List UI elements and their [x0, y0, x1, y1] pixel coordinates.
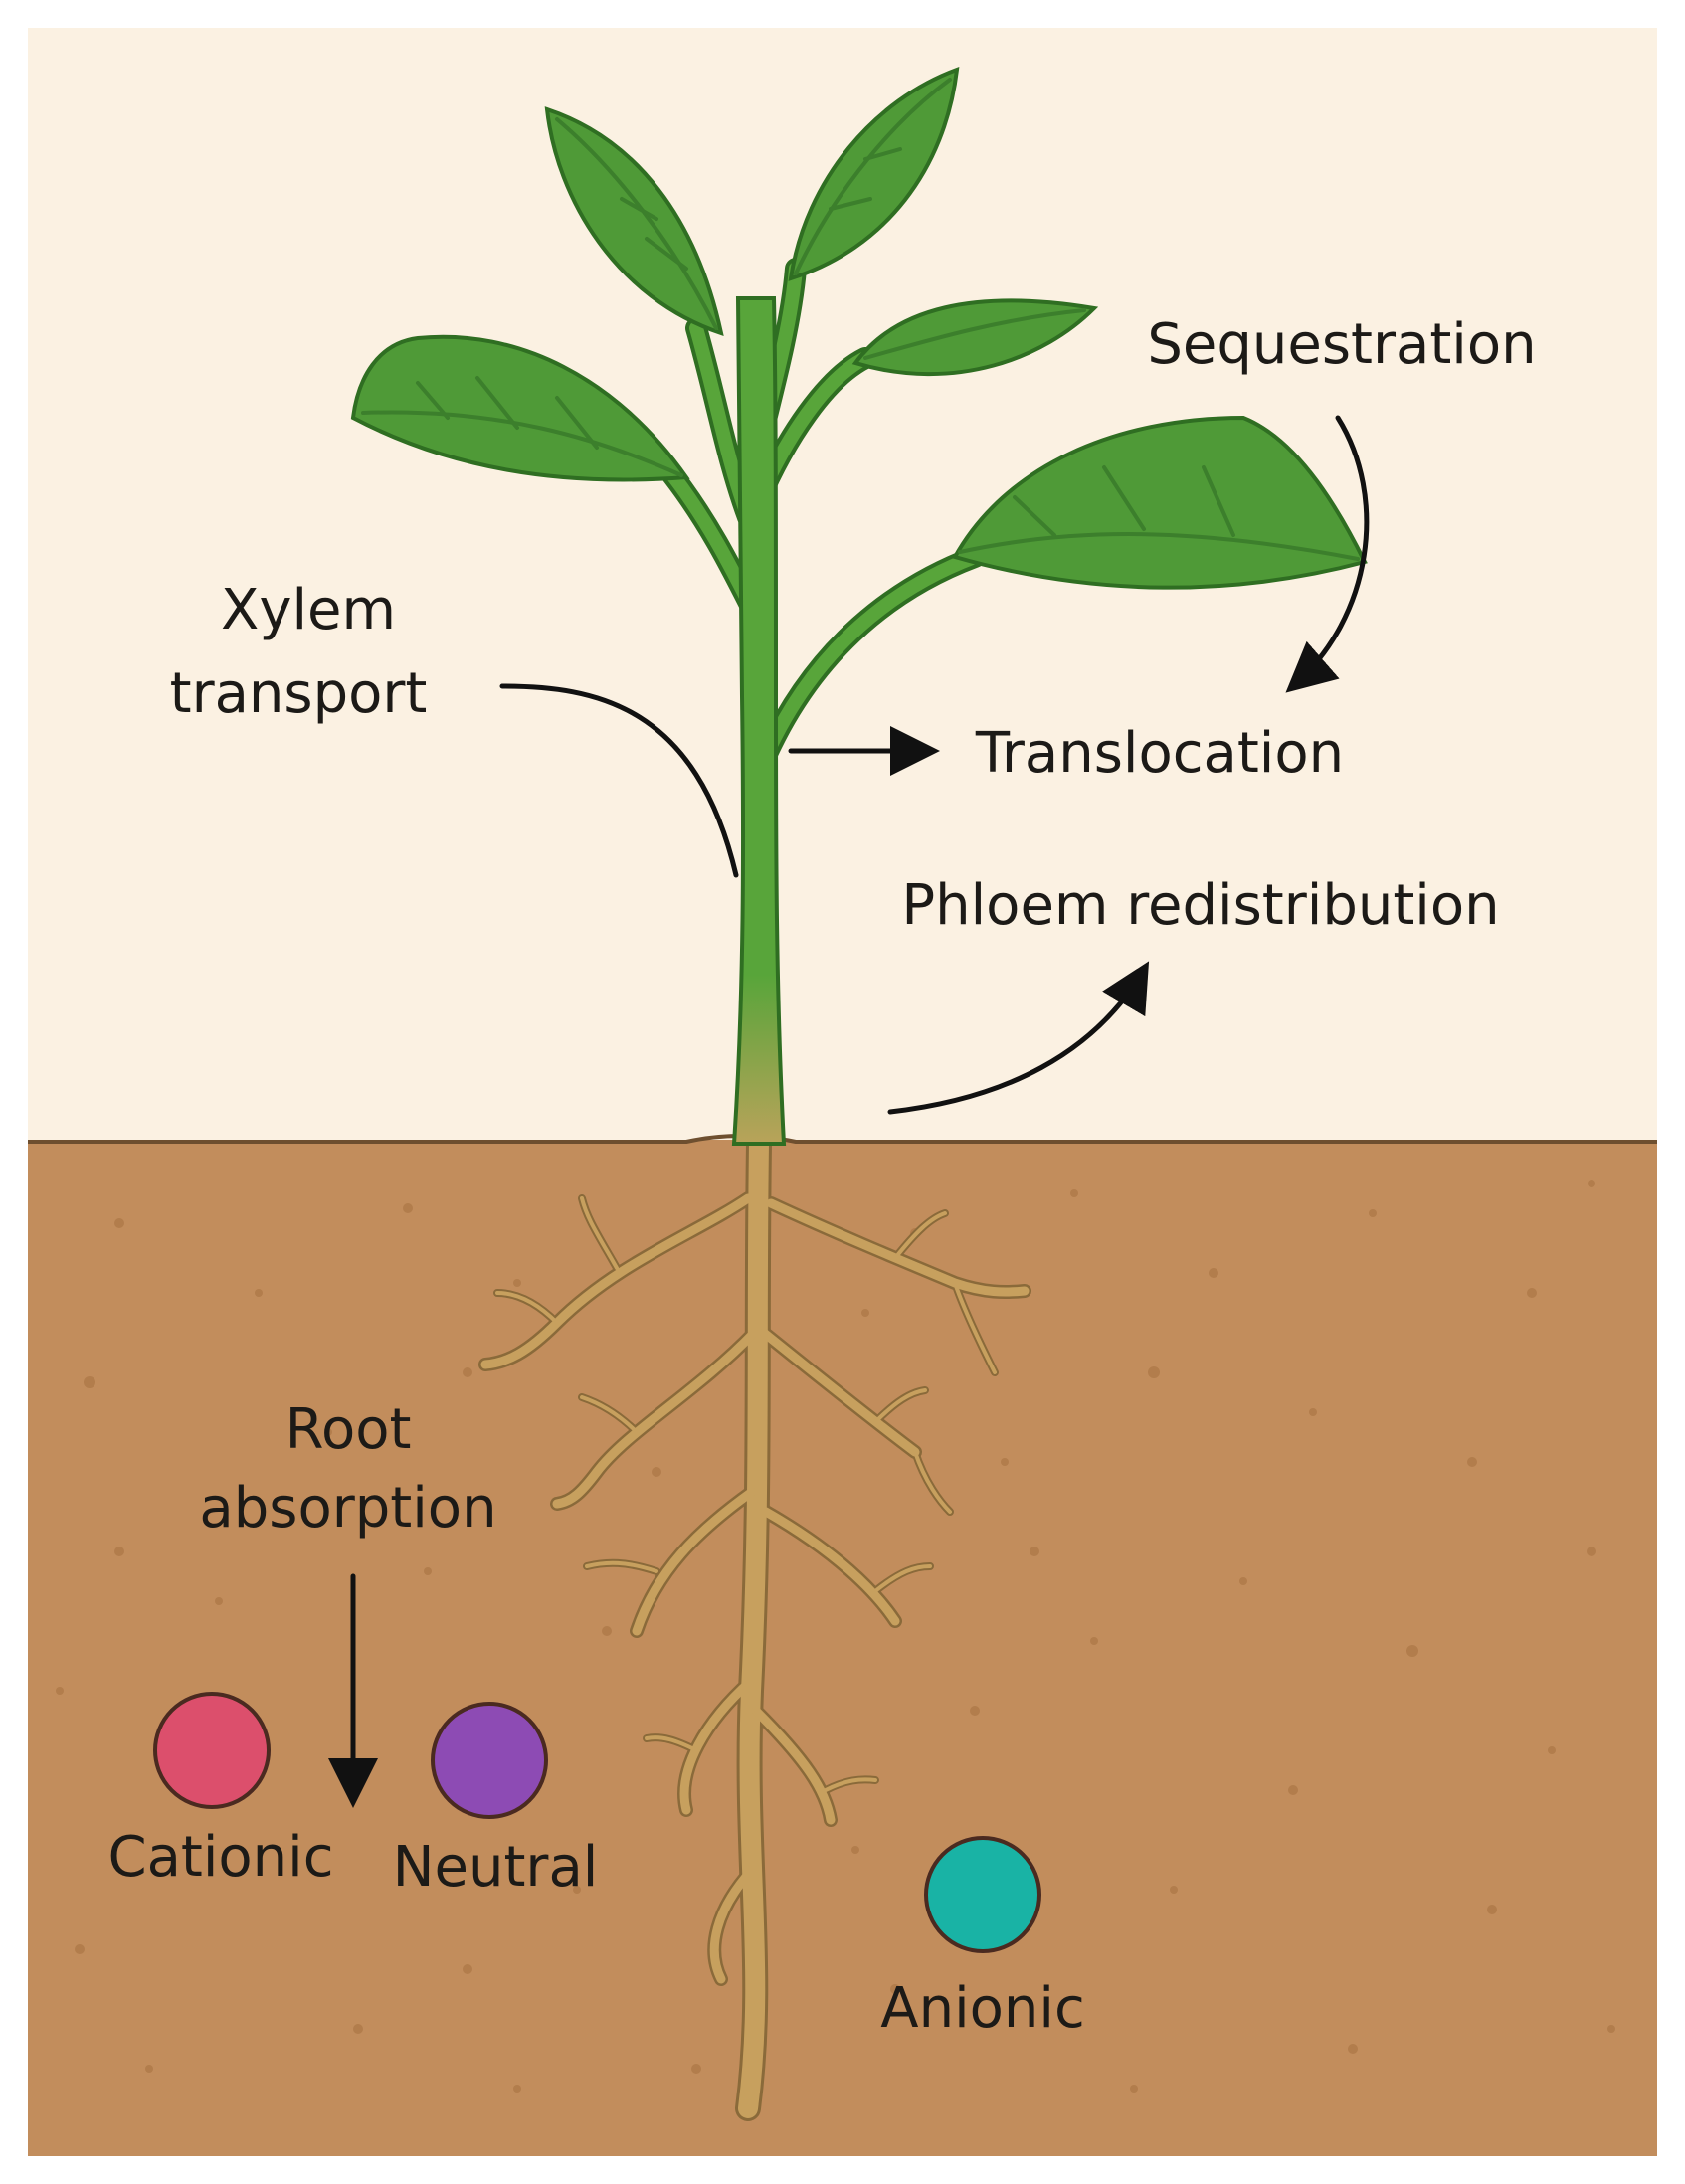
leaf-top-left [544, 106, 724, 337]
xylem-arrow [499, 683, 739, 878]
soil-speckles [56, 1180, 1615, 2093]
label-xylem-line2: transport [170, 661, 428, 726]
anionic-icon [924, 1836, 1041, 1953]
plant-stem [731, 296, 787, 1146]
leaf-veins [361, 78, 1360, 561]
cationic-icon [153, 1692, 271, 1809]
label-cationic: Cationic [107, 1825, 333, 1890]
label-anionic: Anionic [880, 1976, 1084, 2041]
label-neutral: Neutral [393, 1835, 599, 1900]
label-sequestration: Sequestration [1147, 312, 1536, 377]
soil-background [28, 1140, 1657, 2156]
label-phloem-redistribution: Phloem redistribution [901, 873, 1499, 938]
label-root-absorption-line1: Root [285, 1397, 412, 1462]
neutral-icon [431, 1702, 548, 1819]
label-root-absorption-line2: absorption [199, 1476, 496, 1541]
leaf-middle-right [851, 298, 1099, 377]
arrows [328, 415, 1370, 1808]
label-xylem-line1: Xylem [221, 578, 396, 642]
leaf-top-right [788, 66, 960, 281]
label-translocation: Translocation [975, 721, 1344, 786]
plant-roots-fill [480, 1134, 1030, 2118]
phloem-arrow [887, 961, 1150, 1115]
sequestration-arrow [1285, 415, 1370, 693]
